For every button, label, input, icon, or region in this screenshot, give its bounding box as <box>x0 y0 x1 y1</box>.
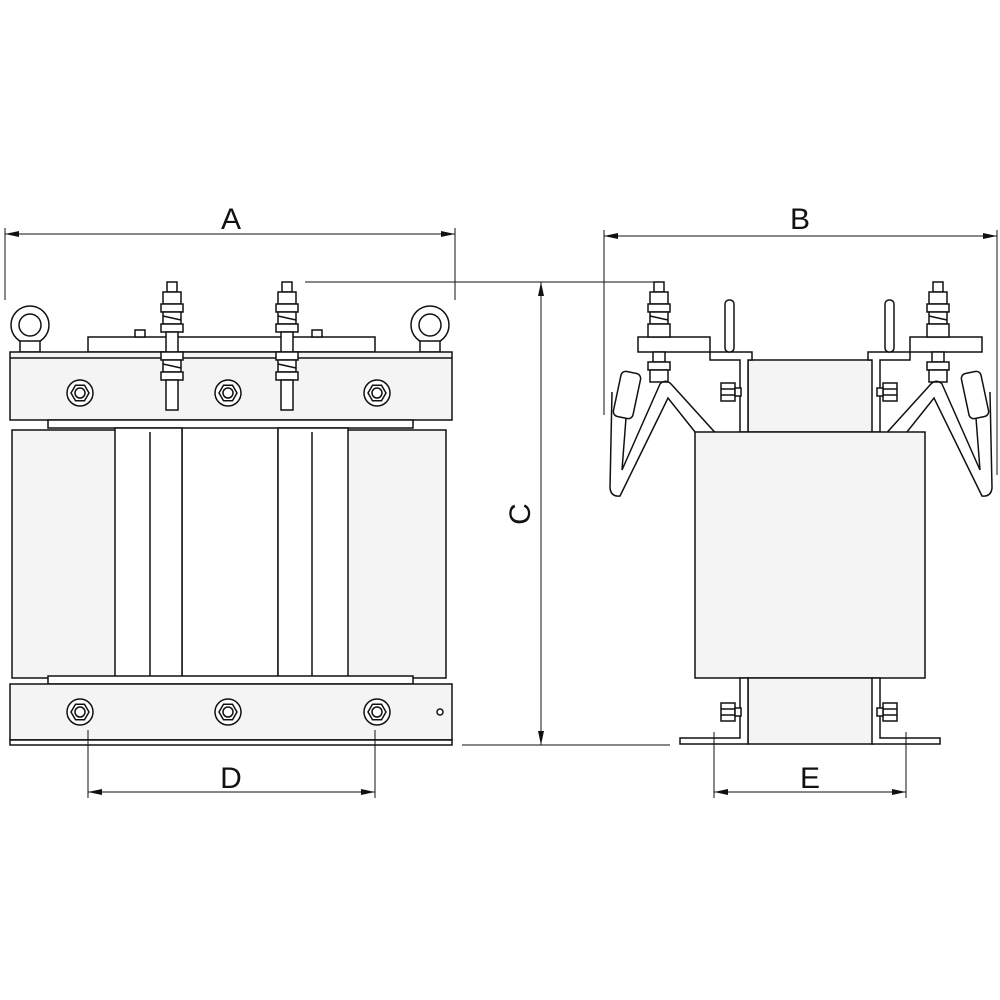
bolt-icon <box>720 702 742 722</box>
terminal-stud-side-right <box>926 281 950 383</box>
bolt-icon <box>214 379 242 407</box>
lead-wire-left <box>609 370 723 497</box>
bolt-icon <box>66 379 94 407</box>
lifting-eye-left <box>10 305 50 353</box>
terminal-plate-left <box>637 336 711 353</box>
coil-side <box>694 431 926 679</box>
dimension-e: E <box>713 732 907 798</box>
bolt-icon <box>720 382 742 402</box>
dimension-c-label: C <box>504 503 537 525</box>
bolt-icon <box>363 698 391 726</box>
dimension-e-label: E <box>800 762 820 795</box>
coil-left <box>11 427 183 679</box>
front-view <box>9 281 453 746</box>
core-upper <box>747 359 874 433</box>
lifting-eye-right <box>410 305 450 353</box>
bolt-icon <box>363 379 391 407</box>
terminal-board <box>87 336 376 353</box>
dimension-b-label: B <box>790 203 810 236</box>
dimension-a: A <box>4 203 456 300</box>
core-lower <box>747 677 874 745</box>
dimension-a-label: A <box>221 203 241 236</box>
bolt-icon <box>66 698 94 726</box>
dimension-c: C <box>305 281 670 746</box>
dimension-b: B <box>603 203 998 475</box>
terminal-plate-right <box>909 336 983 353</box>
side-view <box>609 281 993 745</box>
dimension-d-label: D <box>220 762 242 795</box>
small-clip-left <box>134 329 146 338</box>
coil-right <box>277 427 447 679</box>
terminal-stud-side-left <box>647 281 671 383</box>
bolt-icon <box>214 698 242 726</box>
ground-hole <box>436 708 444 716</box>
dimension-d: D <box>87 730 376 798</box>
small-clip-right <box>311 329 323 338</box>
